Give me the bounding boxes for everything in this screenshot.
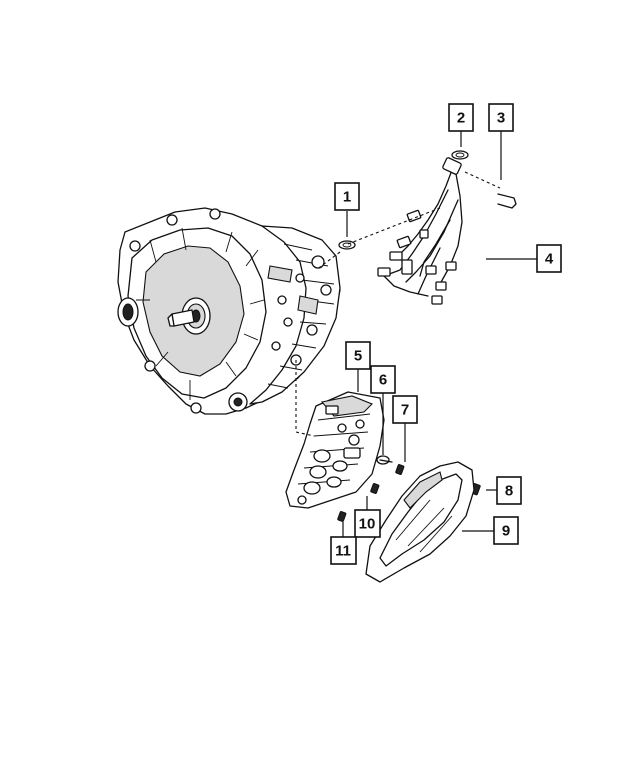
callout-3: 3	[488, 103, 514, 132]
oil-pan	[365, 461, 475, 583]
callout-2: 2	[448, 103, 474, 132]
o-ring-2	[451, 150, 469, 160]
bolt-10	[370, 482, 380, 494]
callout-7-label: 7	[401, 402, 409, 419]
callout-11-label: 11	[335, 543, 351, 560]
bolt-11	[337, 510, 347, 522]
callout-2-label: 2	[457, 110, 465, 127]
callout-10: 10	[354, 509, 381, 538]
assembly-lines	[295, 171, 501, 437]
callout-4: 4	[536, 244, 562, 273]
callout-8-label: 8	[505, 483, 513, 500]
retaining-clip	[497, 193, 517, 209]
callout-6: 6	[370, 365, 396, 394]
callout-3-label: 3	[497, 110, 505, 127]
callout-6-label: 6	[379, 372, 387, 389]
callout-4-label: 4	[545, 251, 554, 268]
wiring-harness	[377, 157, 463, 305]
callout-9-label: 9	[502, 523, 510, 540]
callout-5: 5	[345, 341, 371, 370]
seal-6	[376, 455, 393, 465]
callout-11: 11	[330, 536, 357, 565]
o-ring-1	[338, 240, 356, 250]
valve-body	[285, 391, 385, 509]
callout-1: 1	[334, 182, 360, 211]
callout-1-label: 1	[343, 189, 351, 206]
leader-lines	[342, 131, 537, 537]
callout-5-label: 5	[354, 348, 362, 365]
screw-7	[395, 463, 405, 475]
transmission-case	[117, 207, 341, 415]
callout-7: 7	[392, 395, 418, 424]
callout-9: 9	[493, 516, 519, 545]
callout-8: 8	[496, 476, 522, 505]
callout-10-label: 10	[359, 516, 376, 533]
